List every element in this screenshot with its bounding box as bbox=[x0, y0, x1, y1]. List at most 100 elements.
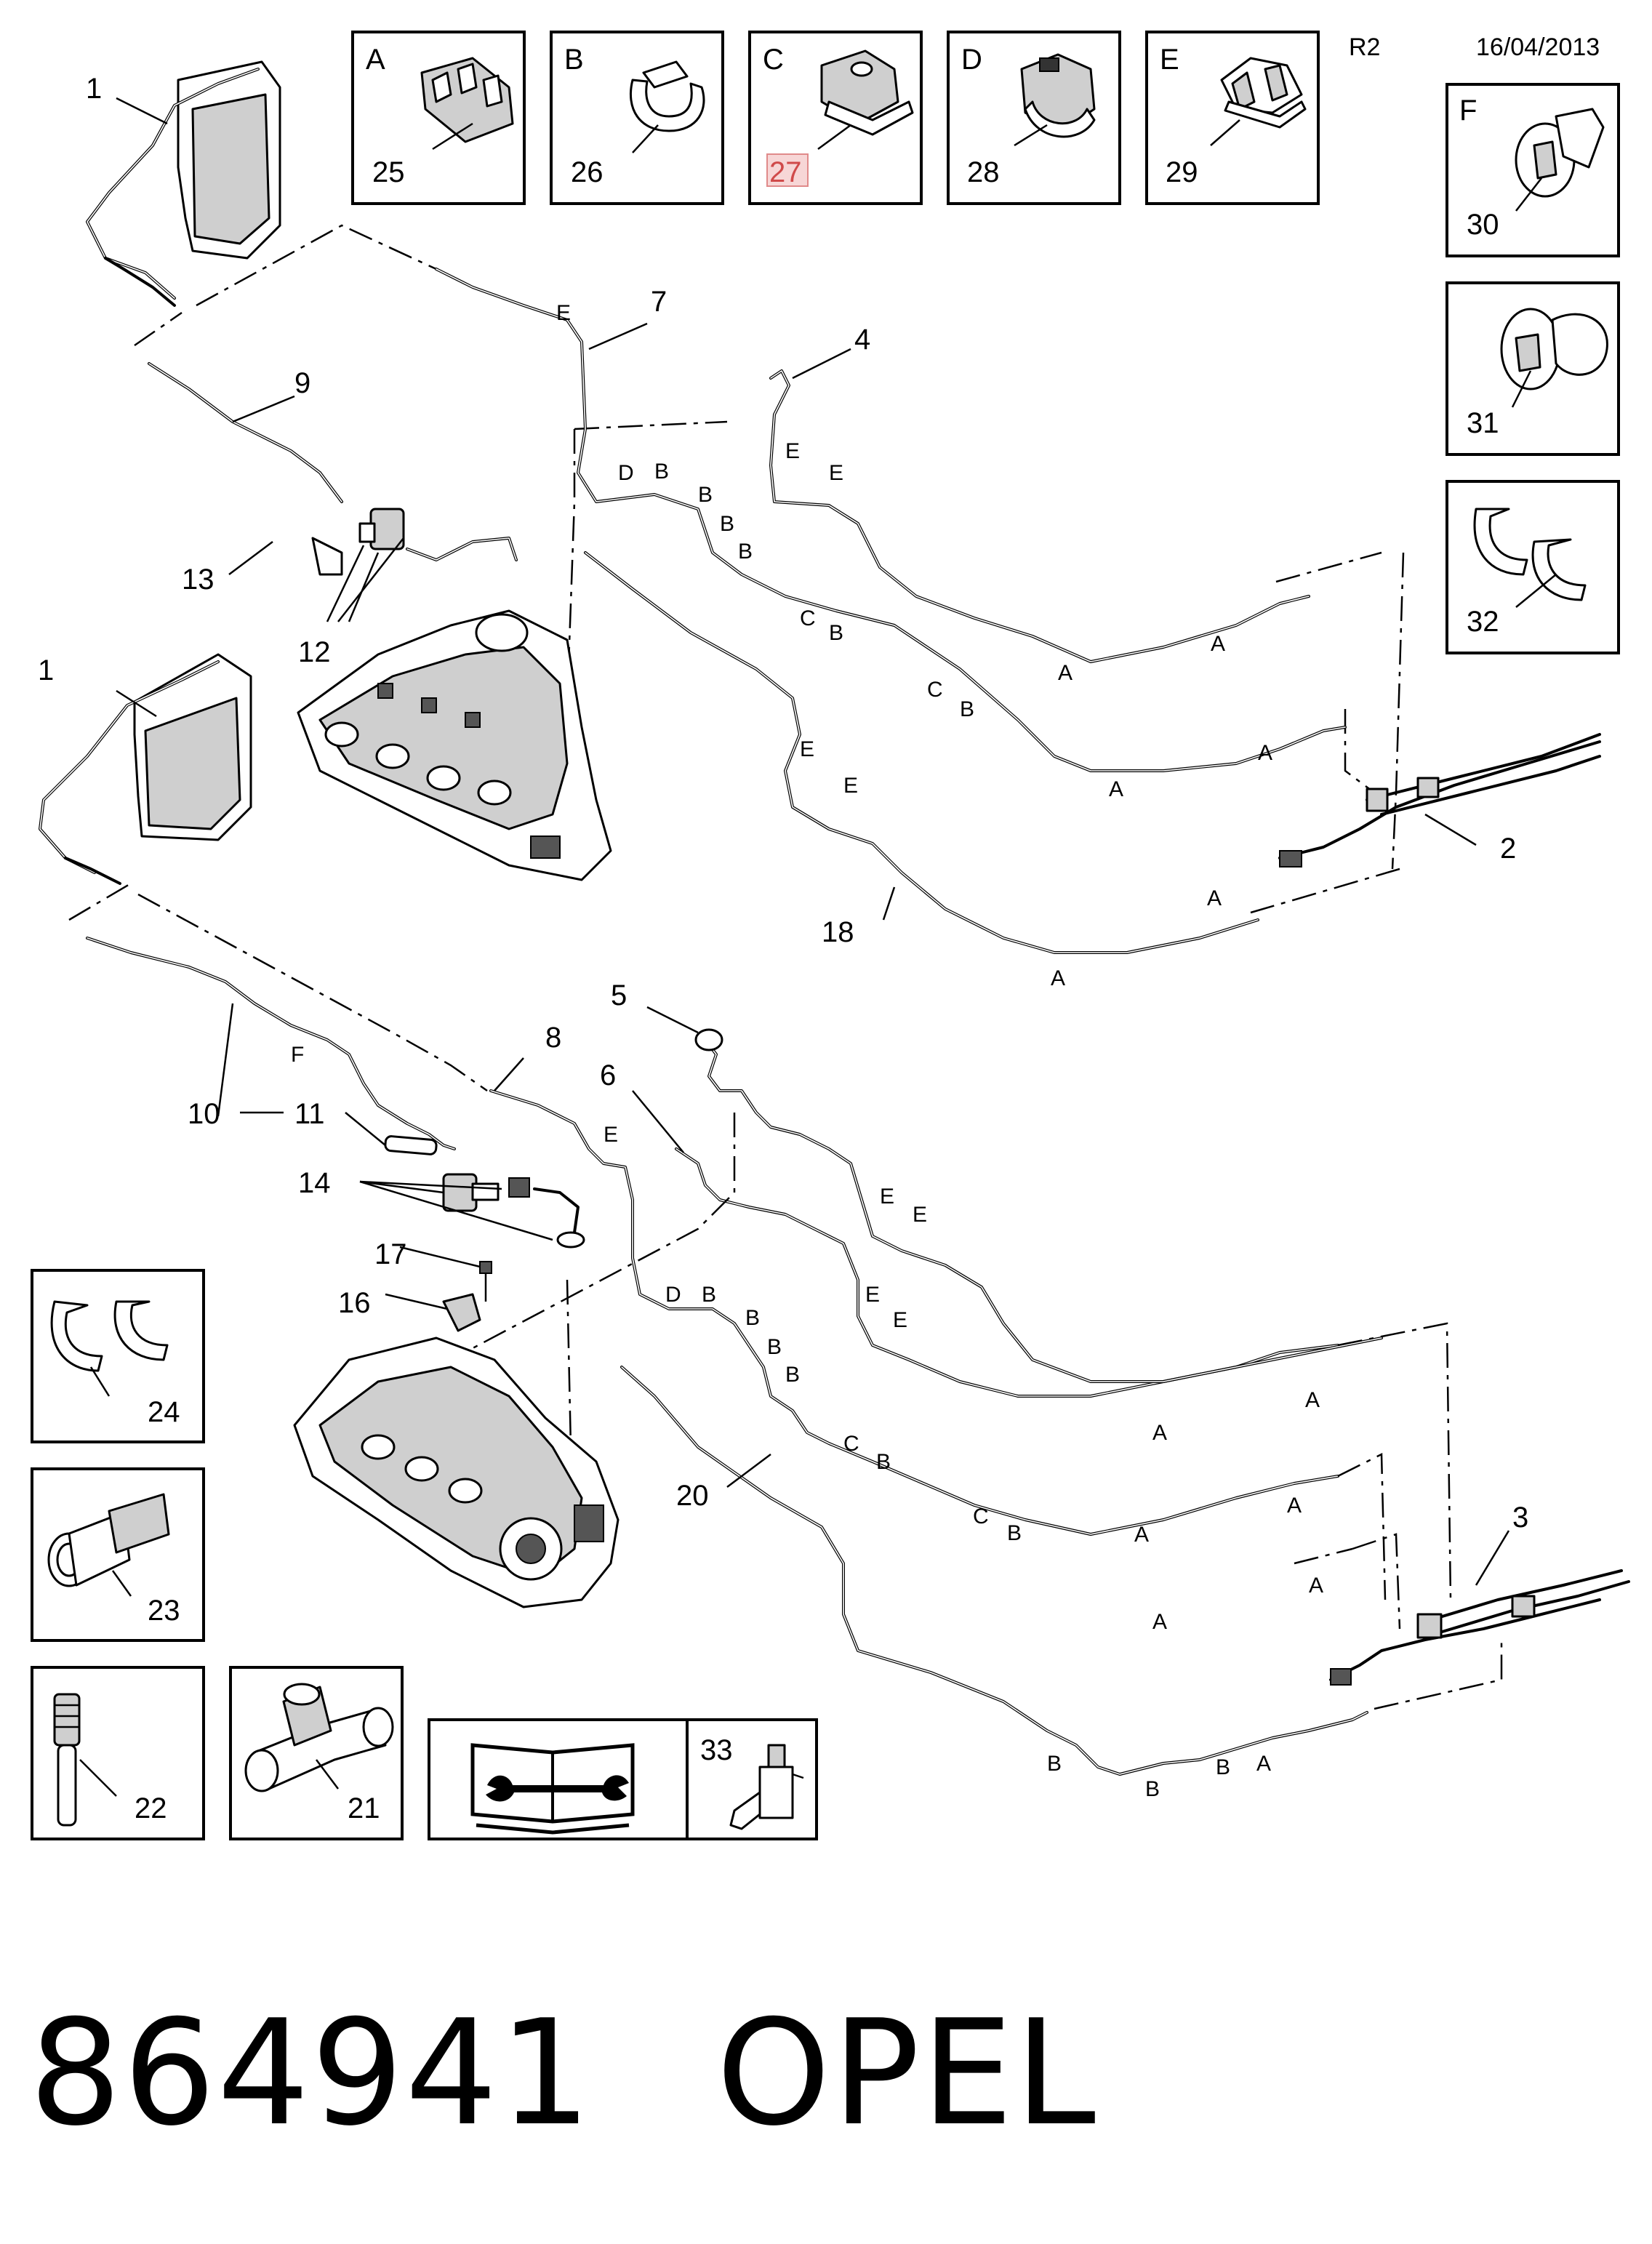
leader-dash bbox=[68, 882, 132, 921]
fitting-11 bbox=[384, 1135, 438, 1155]
clip-letter: A bbox=[1152, 1610, 1167, 1634]
clip-letter: B bbox=[767, 1335, 782, 1359]
pipe-18 bbox=[584, 551, 1259, 954]
clip-letter: A bbox=[1256, 1752, 1271, 1776]
clip-box-e[interactable]: E 29 bbox=[1145, 31, 1320, 205]
clip-letter: B bbox=[876, 1450, 891, 1474]
leader-dash bbox=[1337, 1322, 1452, 1600]
pipe-4 bbox=[769, 369, 1310, 663]
date-label: 16/04/2013 bbox=[1476, 33, 1600, 61]
grommet-clip-icon bbox=[1500, 308, 1608, 408]
clip-letter: A bbox=[1309, 1574, 1323, 1598]
part-number: 864941 bbox=[29, 1989, 593, 2158]
clip-letter: B bbox=[1007, 1521, 1022, 1545]
clip-box-32[interactable]: 32 bbox=[1446, 480, 1620, 654]
clip-letter: A bbox=[1207, 886, 1222, 910]
clip-letter: B bbox=[720, 512, 734, 536]
leader-dash bbox=[1352, 1533, 1401, 1630]
clip-letter: A bbox=[1211, 632, 1225, 656]
canister-mid bbox=[39, 653, 252, 885]
callout-14: 14 bbox=[298, 1167, 331, 1199]
plug-fitting-icon bbox=[53, 1693, 117, 1827]
leader-dash bbox=[1391, 552, 1405, 870]
clip-letter: A bbox=[1058, 661, 1072, 685]
clip-box-number: 32 bbox=[1467, 606, 1499, 638]
clip-letter: B bbox=[1047, 1752, 1062, 1776]
callout-18: 18 bbox=[822, 916, 854, 948]
leader-dash bbox=[196, 224, 437, 307]
callout-2: 2 bbox=[1500, 833, 1516, 865]
clip-letter: E bbox=[829, 461, 843, 485]
callout-9: 9 bbox=[294, 367, 310, 399]
clip-letter: B bbox=[738, 540, 753, 564]
clip-letter: E bbox=[785, 439, 800, 463]
clip-box-letter: E bbox=[1160, 44, 1179, 76]
clip-letter: B bbox=[1145, 1777, 1160, 1801]
clip-box-a[interactable]: A 25 bbox=[351, 31, 526, 205]
check-valve-icon bbox=[729, 1744, 804, 1830]
callout-6: 6 bbox=[600, 1059, 616, 1091]
pipe-10 bbox=[86, 937, 456, 1150]
fitting-box-24[interactable]: 24 bbox=[31, 1269, 205, 1443]
clip-letter: A bbox=[1305, 1388, 1320, 1412]
clip-box-c[interactable]: C 27 bbox=[748, 31, 923, 205]
clip-letter: F bbox=[291, 1043, 304, 1067]
clip-box-number: 29 bbox=[1166, 156, 1198, 188]
fitting-box-number: 21 bbox=[348, 1792, 380, 1824]
clip-letter: E bbox=[865, 1283, 880, 1307]
pipe-8 bbox=[489, 1089, 1339, 1536]
callout-13: 13 bbox=[182, 564, 214, 596]
purge-valve-12 bbox=[311, 508, 518, 576]
leader-dash bbox=[1344, 709, 1375, 793]
open-clip-icon bbox=[629, 60, 705, 153]
clip-letter: A bbox=[1051, 966, 1065, 990]
clip-letter: B bbox=[829, 621, 843, 645]
clip-letter: A bbox=[1152, 1421, 1167, 1445]
clip-box-d[interactable]: D 28 bbox=[947, 31, 1121, 205]
saddle-clip-icon bbox=[1014, 53, 1096, 147]
clip-letter: B bbox=[745, 1306, 760, 1330]
clip-box-number: 25 bbox=[372, 156, 405, 188]
manual-book-wrench-icon bbox=[470, 1743, 635, 1835]
callout-17: 17 bbox=[374, 1238, 407, 1270]
fitting-box-21[interactable]: 21 bbox=[229, 1666, 404, 1840]
clip-box-letter: C bbox=[763, 44, 784, 76]
clip-letter: C bbox=[800, 606, 816, 630]
engine-intake-top bbox=[297, 609, 612, 881]
pipe-9 bbox=[148, 362, 343, 503]
leader-dash bbox=[1250, 867, 1400, 914]
fitting-box-33[interactable]: 33 bbox=[686, 1718, 818, 1840]
clip-box-f[interactable]: F 30 bbox=[1446, 83, 1620, 257]
callout-1-mid: 1 bbox=[38, 654, 54, 686]
fitting-5 bbox=[694, 1028, 723, 1051]
square-nut-clip-icon bbox=[817, 49, 914, 151]
clip-box-letter: A bbox=[366, 44, 385, 76]
pipe-20 bbox=[620, 1366, 1368, 1776]
callout-8: 8 bbox=[545, 1022, 561, 1054]
clip-box-number[interactable]: 27 bbox=[769, 156, 802, 188]
clip-letter: E bbox=[800, 737, 814, 761]
clip-letters-bottom: F E E E E E D B B B B C B C B A A A A A … bbox=[291, 1043, 1323, 1801]
leader-dash bbox=[574, 420, 728, 430]
clip-box-number: 28 bbox=[967, 156, 1000, 188]
fitting-box-22[interactable]: 22 bbox=[31, 1666, 205, 1840]
clip-box-letter: F bbox=[1459, 95, 1477, 127]
manual-box[interactable] bbox=[428, 1718, 689, 1840]
clip-box-31[interactable]: 31 bbox=[1446, 281, 1620, 456]
double-clip-icon bbox=[1473, 508, 1587, 608]
clip-letter: D bbox=[618, 461, 634, 485]
fitting-box-number: 22 bbox=[135, 1792, 167, 1824]
clip-box-letter: D bbox=[961, 44, 982, 76]
callout-10: 10 bbox=[188, 1098, 220, 1130]
clip-letter: B bbox=[785, 1363, 800, 1387]
callout-7: 7 bbox=[651, 286, 667, 318]
clip-letter: A bbox=[1134, 1523, 1149, 1547]
union-fitting-icon bbox=[47, 1493, 170, 1597]
clip-box-b[interactable]: B 26 bbox=[550, 31, 724, 205]
fitting-box-23[interactable]: 23 bbox=[31, 1467, 205, 1642]
double-clip-icon bbox=[50, 1300, 169, 1397]
fitting-box-number: 24 bbox=[148, 1396, 180, 1428]
clip-letter: B bbox=[1216, 1755, 1230, 1779]
pipe-6 bbox=[675, 1147, 1339, 1398]
